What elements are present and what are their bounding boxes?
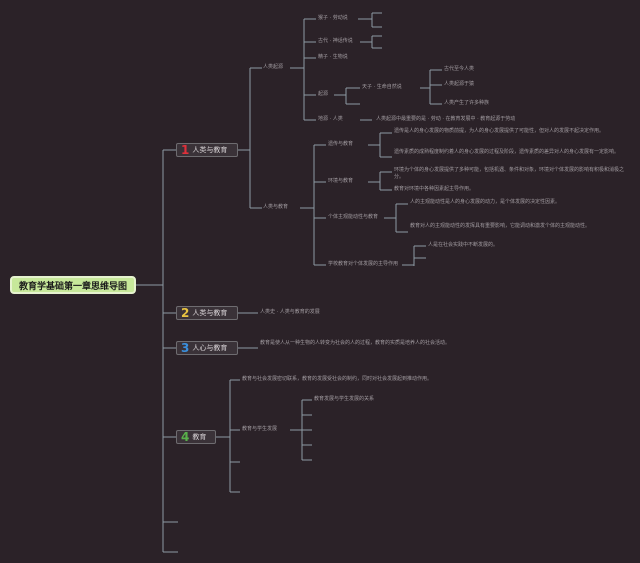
- root-title: 教育学基础第一章思维导图: [18, 281, 127, 292]
- b1-origin-i: 人类产生了许多种族: [444, 100, 490, 106]
- b1-school-1: 人是在社会实践中不断发展的。: [428, 242, 499, 248]
- branch-2-node[interactable]: 2 人类与教育: [176, 306, 238, 320]
- branch-1-node[interactable]: 1 人类与教育: [176, 143, 238, 157]
- b1-origin-c: 精子 · 生物说: [318, 54, 348, 60]
- b4-node-2: 教育与学生发展: [242, 426, 278, 432]
- branch-3-node[interactable]: 3 人心与教育: [176, 341, 238, 355]
- branch4-connectors: [216, 379, 312, 493]
- branch-2-label: 人类与教育: [192, 309, 228, 317]
- root-node[interactable]: 教育学基础第一章思维导图: [10, 276, 136, 294]
- b1-environment-2: 教育对环境中各种因素起主导作用。: [394, 186, 475, 192]
- branch-4-node[interactable]: 4 教育: [176, 430, 216, 444]
- b1-human-node: 人类与教育: [263, 204, 289, 210]
- branch-4-number: 4: [181, 430, 190, 444]
- b1-origin-b: 古代 · 神话传说: [318, 38, 353, 44]
- b1-initiative-1: 人的主观能动性是人的身心发展的动力，是个体发展的决定性因素。: [410, 199, 561, 205]
- b1-origin-d: 起源: [318, 91, 329, 97]
- branch-1-number: 1: [181, 143, 190, 157]
- b1-environment-1: 环境为个体的身心发展提供了多种可能，包括机遇、条件和对象，环境对个体发展的影响有…: [394, 167, 625, 180]
- b1-origin-node: 人类起源: [263, 64, 284, 70]
- branch-3-label: 人心与教育: [192, 344, 228, 352]
- b1-origin-a: 猴子 · 劳动说: [318, 15, 348, 21]
- b1-origin-e: 天子 · 生命自然说: [362, 84, 402, 90]
- branch1-connectors: [238, 12, 442, 266]
- b4-node-3: 教育发展与学生发展的关系: [314, 396, 375, 402]
- branch-3-number: 3: [181, 341, 190, 355]
- b1-origin-g: 古代至今人类: [444, 66, 475, 72]
- branch-2-number: 2: [181, 306, 190, 320]
- b1-initiative-2: 教育对人的主观能动性的发挥具有重要影响，它能调动和激发个体的主观能动性。: [410, 223, 591, 229]
- b1-heredity: 遗传与教育: [328, 141, 354, 147]
- b3-note: 教育是使人从一种生物的人转变为社会的人的过程，教育的实质是培养人的社会活动。: [260, 340, 451, 346]
- b1-origin-f: 地源 · 人类: [318, 116, 343, 122]
- b1-origin-j: 人类起源中最重要的是 · 劳动 · 在教育发展中 · 教育起源于劳动: [376, 116, 516, 122]
- b1-school: 学校教育对个体发展的主导作用: [328, 261, 399, 267]
- b1-origin-h: 人类起源于猿: [444, 81, 475, 87]
- b1-initiative: 个体主观能动性与教育: [328, 214, 379, 220]
- branch-4-label: 教育: [192, 433, 207, 441]
- root-connector: [136, 149, 178, 553]
- b1-heredity-1: 遗传是人的身心发展的物质前提，为人的身心发展提供了可能性，但对人的发展不起决定作…: [394, 128, 605, 134]
- b2-note: 人类史 · 人类与教育的发展: [260, 309, 320, 315]
- branch-1-label: 人类与教育: [192, 146, 228, 154]
- b1-heredity-2: 遗传素质的成熟程度制约着人的身心发展的过程及阶段，遗传素质的差异对人的身心发展有…: [394, 149, 620, 155]
- b4-note-1: 教育与社会发展密切联系，教育的发展受社会的制约，同时对社会发展起到推动作用。: [242, 376, 433, 382]
- b1-environment: 环境与教育: [328, 178, 354, 184]
